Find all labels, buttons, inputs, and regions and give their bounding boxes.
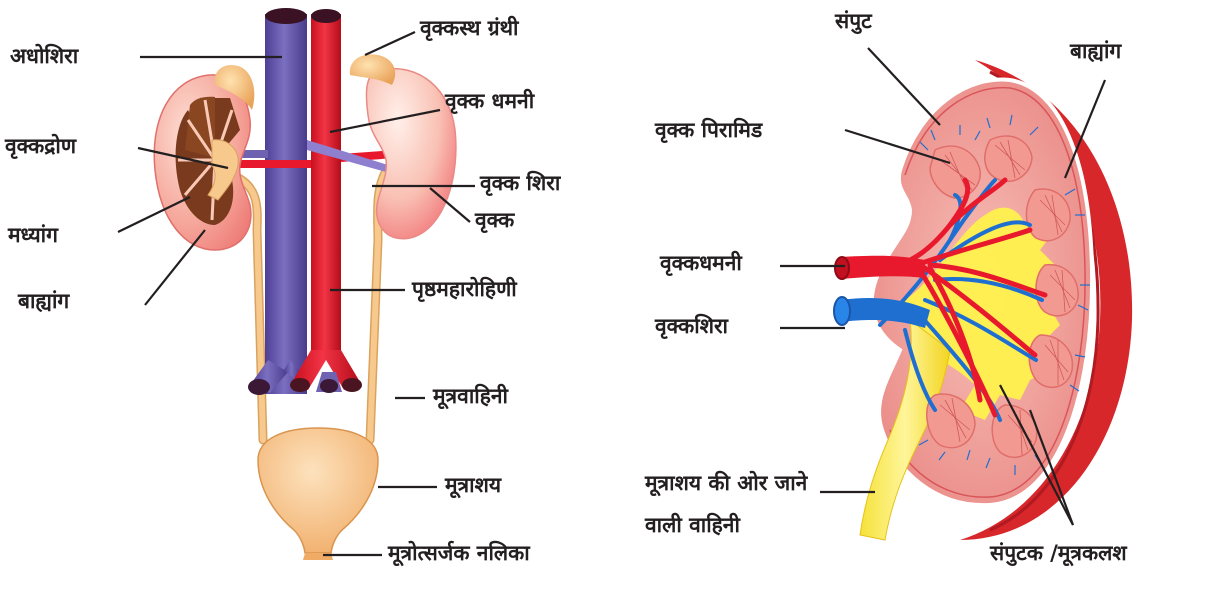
label-renal-vein-right: वृक्कशिरा [655,313,728,339]
urinary-system-diagram [154,8,456,560]
label-kidney: वृक्क [475,207,514,233]
label-ureter-right: मूत्राशय की ओर जाने वाली वाहिनी [645,462,845,546]
label-renal-artery: वृक्क धमनी [445,88,534,114]
label-renal-vein: वृक्क शिरा [480,170,560,196]
label-renal-pelvis: वृक्कद्रोण [5,133,76,159]
kidney-cross-section [834,60,1132,540]
label-cortex-right: बाह्यांग [1070,38,1121,64]
left-renal-vessels [240,160,311,168]
urinary-bladder [258,428,378,553]
renal-artery [840,256,925,279]
label-medulla: मध्यांग [8,222,58,248]
label-ureter: मूत्रवाहिनी [433,383,508,409]
label-renal-pyramid: वृक्क पिरामिड [655,117,762,143]
label-renal-artery-right: वृक्कधमनी [660,250,742,276]
aorta [311,14,341,359]
label-bladder: मूत्राशय [445,472,501,498]
label-urethra: मूत्रोत्सर्जक नलिका [388,540,530,566]
label-calyx: संपुटक /मूत्रकलश [990,540,1127,566]
label-cortex: बाह्यांग [18,288,69,314]
label-dorsal-aorta: पृष्ठमहारोहिणी [412,276,517,302]
label-inferior-vena-cava: अधोशिरा [10,43,78,69]
label-capsule: संपुट [835,8,872,34]
label-adrenal-gland: वृक्कस्थ ग्रंथी [420,15,518,41]
vena-cava [265,14,307,394]
